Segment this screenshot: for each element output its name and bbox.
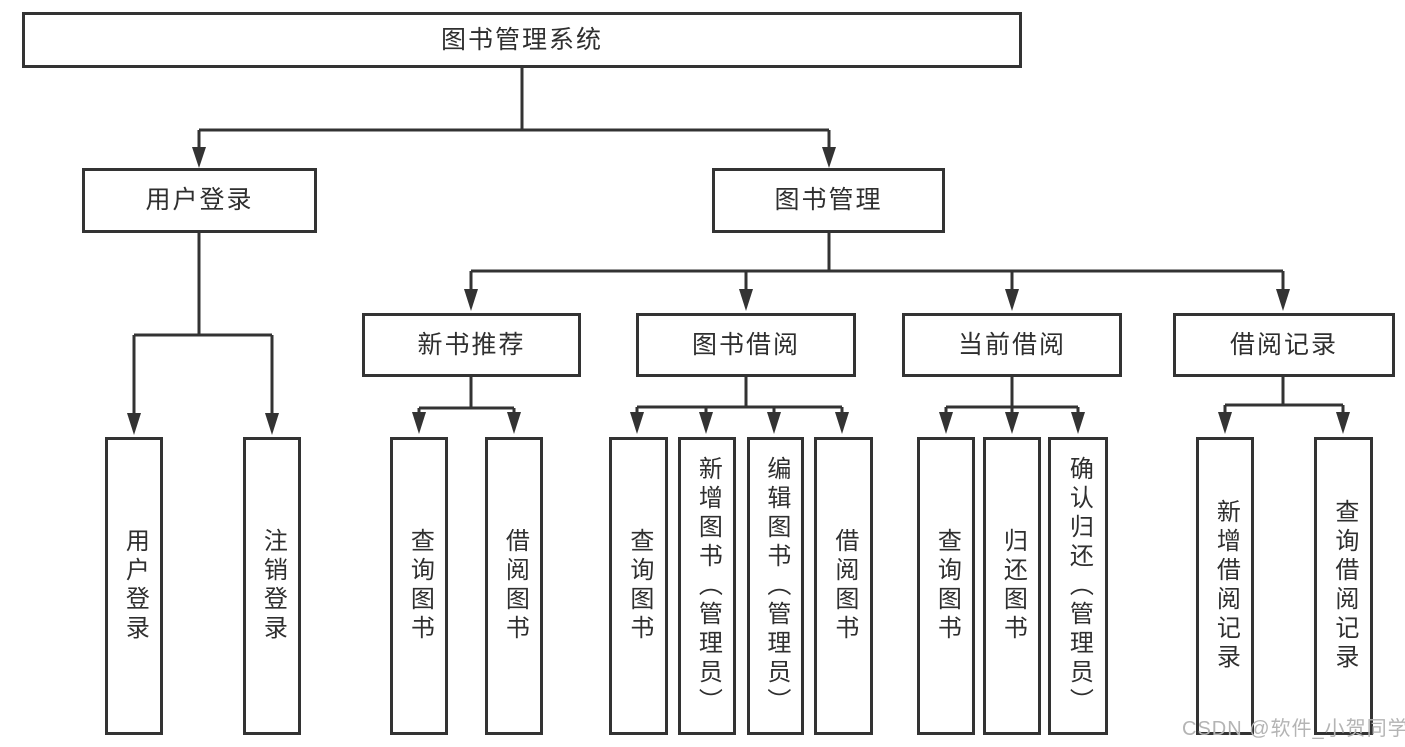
leaf-current-query-books: 查询图书 [917, 437, 975, 735]
node-user-login-group-label: 用户登录 [145, 186, 254, 214]
leaf-edit-book-admin-label: 编辑图书（管理员） [762, 455, 790, 717]
watermark-text: CSDN @软件_小贺同学 [1182, 718, 1405, 740]
node-library-system: 图书管理系统 [22, 12, 1022, 68]
node-book-borrow: 图书借阅 [636, 313, 856, 377]
leaf-confirm-return-admin: 确认归还（管理员） [1048, 437, 1108, 735]
node-book-management-label: 图书管理 [774, 186, 883, 214]
node-book-management: 图书管理 [712, 168, 945, 233]
arrowhead [1276, 289, 1290, 311]
leaf-recommend-query-books-label: 查询图书 [406, 528, 434, 644]
connector-current-to-leaves [944, 377, 1080, 414]
arrowhead [265, 413, 279, 435]
connector-root-to-level2 [197, 68, 831, 149]
leaf-borrow-query-books-label: 查询图书 [625, 528, 653, 644]
leaf-add-book-admin-label: 新增图书（管理员） [694, 455, 722, 717]
connector-recommend-to-leaves [417, 377, 516, 414]
leaf-recommend-borrow-books-label: 借阅图书 [501, 528, 529, 644]
leaf-confirm-return-admin-label: 确认归还（管理员） [1065, 455, 1093, 717]
connector-borrow-to-leaves [635, 377, 844, 414]
leaf-logout-label: 注销登录 [259, 528, 287, 644]
node-library-system-label: 图书管理系统 [440, 25, 603, 54]
node-new-book-recommend-label: 新书推荐 [417, 330, 526, 359]
arrowhead [1005, 412, 1019, 434]
node-book-borrow-label: 图书借阅 [691, 330, 800, 359]
leaf-edit-book-admin: 编辑图书（管理员） [747, 437, 804, 735]
arrowhead [1336, 412, 1350, 434]
leaf-recommend-query-books: 查询图书 [390, 437, 448, 735]
arrowhead [630, 412, 644, 434]
leaf-borrow-books: 借阅图书 [814, 437, 873, 735]
connector-records-to-leaves [1223, 377, 1345, 414]
leaf-recommend-borrow-books: 借阅图书 [485, 437, 543, 735]
leaf-user-login: 用户登录 [105, 437, 163, 735]
arrowhead [835, 412, 849, 434]
leaf-add-borrow-record-label: 新增借阅记录 [1212, 499, 1240, 673]
leaf-query-borrow-record: 查询借阅记录 [1314, 437, 1373, 735]
node-borrow-records: 借阅记录 [1173, 313, 1395, 377]
arrowhead [739, 289, 753, 311]
node-borrow-records-label: 借阅记录 [1229, 330, 1338, 359]
arrowhead [1071, 412, 1085, 434]
leaf-return-books: 归还图书 [983, 437, 1041, 735]
arrowhead [192, 147, 206, 168]
leaf-borrow-books-label: 借阅图书 [830, 528, 858, 644]
arrowhead [1005, 289, 1019, 311]
node-current-borrow-label: 当前借阅 [957, 330, 1066, 359]
leaf-return-books-label: 归还图书 [999, 528, 1027, 644]
arrowhead [412, 412, 426, 434]
arrowhead [822, 147, 836, 168]
leaf-current-query-books-label: 查询图书 [933, 528, 961, 644]
arrowhead [699, 412, 713, 434]
node-current-borrow: 当前借阅 [902, 313, 1122, 377]
leaf-logout: 注销登录 [243, 437, 301, 735]
leaf-borrow-query-books: 查询图书 [609, 437, 668, 735]
leaf-user-login-label: 用户登录 [121, 528, 149, 644]
arrowhead [127, 413, 141, 435]
arrowhead [1218, 412, 1232, 434]
connector-userlogin-to-leaves [132, 233, 274, 414]
node-user-login-group: 用户登录 [82, 168, 317, 233]
node-new-book-recommend: 新书推荐 [362, 313, 581, 377]
leaf-add-book-admin: 新增图书（管理员） [678, 437, 736, 735]
arrowhead [939, 412, 953, 434]
leaf-add-borrow-record: 新增借阅记录 [1196, 437, 1254, 735]
connector-bookmgmt-to-level3 [469, 233, 1285, 290]
arrowhead [767, 412, 781, 434]
arrowhead [464, 289, 478, 311]
leaf-query-borrow-record-label: 查询借阅记录 [1330, 499, 1358, 673]
arrowhead [507, 412, 521, 434]
